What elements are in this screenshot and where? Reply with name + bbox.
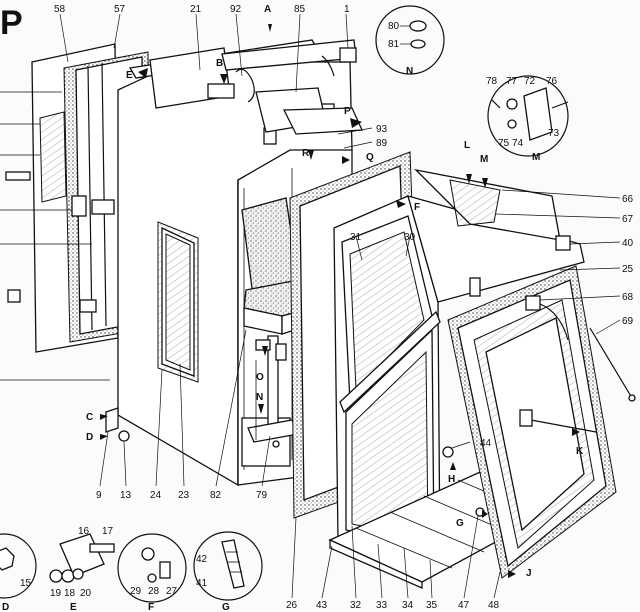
label-92: 92 — [230, 4, 242, 15]
label-81: 81 — [388, 39, 400, 50]
label-G-door: G — [456, 518, 464, 529]
label-D-detail: D — [2, 602, 9, 612]
label-1: 1 — [344, 4, 350, 15]
detail-e — [49, 533, 115, 583]
label-E-top: E — [126, 70, 133, 81]
label-R: R — [302, 148, 310, 159]
label-B: B — [216, 58, 223, 69]
label-72: 72 — [524, 76, 536, 87]
sheet-letter: P — [0, 4, 23, 42]
label-26: 26 — [286, 600, 298, 611]
label-20: 20 — [80, 588, 92, 599]
label-16: 16 — [78, 526, 90, 537]
label-67: 67 — [622, 214, 634, 225]
label-K: K — [576, 446, 584, 457]
label-Q: Q — [366, 152, 374, 163]
label-73: 73 — [548, 128, 560, 139]
label-78: 78 — [486, 76, 498, 87]
label-24: 24 — [150, 490, 162, 501]
label-F-door: F — [414, 202, 420, 213]
label-33: 33 — [376, 600, 388, 611]
label-H: H — [448, 474, 455, 485]
label-N-seat: N — [256, 392, 263, 403]
label-41: 41 — [196, 578, 208, 589]
label-13: 13 — [120, 490, 132, 501]
label-68: 68 — [622, 292, 634, 303]
label-A: A — [264, 4, 271, 15]
label-M-detail: M — [532, 152, 540, 163]
label-76: 76 — [546, 76, 558, 87]
label-E-detail: E — [70, 602, 77, 612]
label-40: 40 — [622, 238, 634, 249]
label-31: 31 — [350, 232, 362, 243]
detail-n — [375, 5, 445, 75]
label-32: 32 — [350, 600, 362, 611]
small-hardware — [105, 407, 485, 517]
label-P: P — [344, 106, 351, 117]
rear-door-frame — [447, 265, 636, 579]
label-69: 69 — [622, 316, 634, 327]
label-93: 93 — [376, 124, 388, 135]
label-29: 29 — [130, 586, 142, 597]
label-D-side: D — [86, 432, 93, 443]
detail-m — [487, 75, 569, 157]
detail-g — [193, 531, 263, 601]
label-79: 79 — [256, 490, 268, 501]
callout-leaders — [59, 13, 621, 599]
label-43: 43 — [316, 600, 328, 611]
label-34: 34 — [402, 600, 414, 611]
label-66: 66 — [622, 194, 634, 205]
label-80: 80 — [388, 21, 400, 32]
label-30: 30 — [404, 232, 416, 243]
label-74: 74 — [512, 138, 524, 149]
label-G-detail: G — [222, 602, 230, 612]
label-F-detail: F — [148, 602, 154, 612]
label-47: 47 — [458, 600, 470, 611]
label-C: C — [86, 412, 93, 423]
label-9: 9 — [96, 490, 102, 501]
label-75: 75 — [498, 138, 510, 149]
label-85: 85 — [294, 4, 306, 15]
label-89: 89 — [376, 138, 388, 149]
label-82: 82 — [210, 490, 222, 501]
label-19: 19 — [50, 588, 62, 599]
label-M-door: M — [480, 154, 488, 165]
label-21: 21 — [190, 4, 202, 15]
label-44: 44 — [480, 438, 492, 449]
detail-d — [0, 533, 37, 599]
callout-labels: 58 57 21 92 A 85 1 E B P 93 R 89 Q L M 6… — [2, 4, 634, 612]
label-N-detail: N — [406, 66, 413, 77]
label-58: 58 — [54, 4, 66, 15]
label-27: 27 — [166, 586, 178, 597]
label-L: L — [464, 140, 470, 151]
label-35: 35 — [426, 600, 438, 611]
label-28: 28 — [148, 586, 160, 597]
label-15: 15 — [20, 578, 32, 589]
detail-f — [117, 533, 187, 603]
label-23: 23 — [178, 490, 190, 501]
label-42: 42 — [196, 554, 208, 565]
label-18: 18 — [64, 588, 76, 599]
direction-arrows — [100, 24, 580, 578]
label-J: J — [526, 568, 532, 579]
label-48: 48 — [488, 600, 500, 611]
label-57: 57 — [114, 4, 126, 15]
label-O: O — [256, 372, 264, 383]
label-17: 17 — [102, 526, 114, 537]
label-77: 77 — [506, 76, 518, 87]
label-25: 25 — [622, 264, 634, 275]
